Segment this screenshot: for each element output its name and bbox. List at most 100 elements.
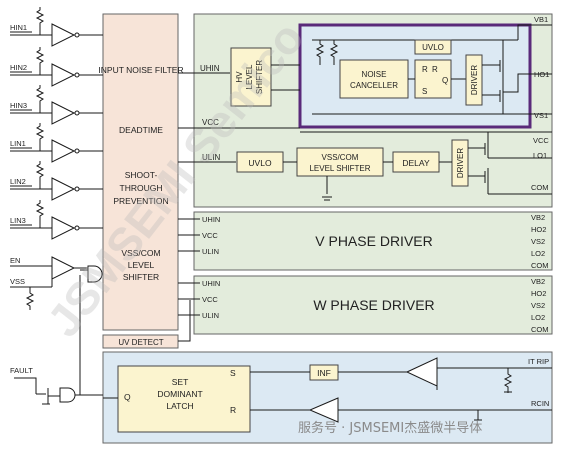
resistor-1 bbox=[315, 40, 325, 65]
schmitt-buffer-icon bbox=[51, 139, 76, 163]
latch-title-l2: DOMINANT bbox=[157, 389, 202, 399]
inverter-bubble bbox=[74, 72, 80, 78]
v-phase-panel bbox=[193, 211, 553, 271]
low-mosfets bbox=[300, 131, 552, 195]
en-wires bbox=[25, 267, 88, 310]
ulin-label: ULIN bbox=[202, 153, 220, 162]
pin-rcin: RCIN bbox=[531, 399, 549, 408]
fault-latch-r: R bbox=[230, 405, 236, 415]
fault-latch-q: Q bbox=[124, 392, 131, 402]
v_phase-output-lo2: LO2 bbox=[531, 249, 545, 258]
noise-canceller-block bbox=[339, 59, 409, 99]
pin-fault: FAULT bbox=[10, 366, 33, 375]
pin-label: HIN3 bbox=[10, 101, 27, 110]
latch-r1: R bbox=[422, 65, 428, 74]
pin-label: HIN2 bbox=[10, 63, 27, 72]
bottom-watermark: 服务号 · JSMSEMI杰盛微半导体 bbox=[298, 420, 482, 436]
w-phase-panel bbox=[193, 275, 553, 335]
pull-resistor bbox=[10, 200, 52, 229]
driver-high-label: DRIVER bbox=[470, 65, 479, 95]
rcin-transistor bbox=[474, 410, 482, 421]
schmitt-buffer-icon bbox=[51, 216, 76, 240]
hv-level-shifter-block bbox=[230, 47, 272, 107]
vcc-label: VCC bbox=[202, 118, 219, 127]
pull-resistor bbox=[10, 161, 52, 190]
high-mosfets bbox=[482, 24, 552, 115]
itrip-wire bbox=[437, 367, 552, 393]
w_phase-output-vb2: VB2 bbox=[531, 277, 545, 286]
w_phase-input-ulin: ULIN bbox=[202, 311, 219, 320]
driver-low-block bbox=[451, 139, 469, 187]
pull-resistor bbox=[10, 85, 52, 114]
fault-gate bbox=[59, 387, 76, 403]
pin-vs1: VS1 bbox=[534, 111, 548, 120]
inverter-bubble bbox=[74, 32, 80, 38]
v_phase-input-vcc: VCC bbox=[202, 231, 218, 240]
inf-label: INF bbox=[317, 368, 331, 378]
v_phase-output-ho2: HO2 bbox=[531, 225, 546, 234]
shoot-through-line1: SHOOT- bbox=[125, 170, 158, 180]
input-channel-lin1: LIN1 bbox=[10, 123, 103, 163]
latch-q: Q bbox=[442, 76, 448, 85]
driver-low-label: DRIVER bbox=[456, 148, 465, 178]
w_phase-output-vs2: VS2 bbox=[531, 301, 545, 310]
pin-label: LIN1 bbox=[10, 139, 26, 148]
pin-vb1: VB1 bbox=[534, 15, 548, 24]
pin-itrip: IT RIP bbox=[528, 357, 549, 366]
shoot-through-line3: PREVENTION bbox=[113, 196, 168, 206]
input-channel-en: EN bbox=[10, 256, 52, 267]
inverter-bubble bbox=[74, 148, 80, 154]
uv-detect-wire bbox=[178, 300, 191, 342]
en-and-gate bbox=[87, 265, 103, 283]
vss-com-line1: VSS/COM bbox=[121, 248, 160, 258]
pin-label: VSS bbox=[10, 277, 25, 286]
vss-com-line3: SHIFTER bbox=[123, 272, 159, 282]
input-channel-hin2: HIN2 bbox=[10, 47, 103, 87]
v_phase-output-com: COM bbox=[531, 261, 549, 270]
resistor-2 bbox=[329, 40, 339, 65]
inverter-bubble bbox=[74, 186, 80, 192]
input-processing-block bbox=[102, 13, 179, 331]
latch-r2: R bbox=[432, 65, 438, 74]
schmitt-buffer-icon bbox=[51, 63, 76, 87]
input-channel-hin3: HIN3 bbox=[10, 85, 103, 125]
uhin-label: UHIN bbox=[200, 64, 220, 73]
v_phase-output-vb2: VB2 bbox=[531, 213, 545, 222]
latch-s: S bbox=[422, 87, 427, 96]
schmitt-buffer-icon bbox=[51, 101, 76, 125]
shifter-label: SHIFTER bbox=[255, 60, 264, 94]
en-buffer-icon bbox=[51, 256, 76, 280]
input-channel-vss: VSS bbox=[10, 277, 52, 288]
shoot-through-line2: THROUGH bbox=[120, 183, 163, 193]
pull-resistor bbox=[10, 123, 52, 152]
v-phase-title: V PHASE DRIVER bbox=[315, 233, 432, 249]
pin-label: EN bbox=[10, 256, 20, 265]
driver-high-block bbox=[465, 54, 483, 106]
vss-com-line2: LEVEL bbox=[128, 260, 155, 270]
fault-latch-s: S bbox=[230, 368, 236, 378]
pull-resistor bbox=[10, 47, 52, 76]
inverter-bubble bbox=[74, 110, 80, 116]
w_phase-output-lo2: LO2 bbox=[531, 313, 545, 322]
input-channel-hin1: HIN1 bbox=[10, 7, 103, 47]
rs-latch-block bbox=[414, 59, 452, 99]
input-channel-lin2: LIN2 bbox=[10, 161, 103, 201]
set-dominant-latch-block bbox=[117, 365, 251, 433]
low-ground bbox=[322, 176, 332, 201]
uvlo-low-label: UVLO bbox=[248, 158, 272, 168]
latch-title-l3: LATCH bbox=[166, 401, 193, 411]
pin-label: LIN3 bbox=[10, 216, 26, 225]
pin-label: LIN2 bbox=[10, 177, 26, 186]
inverter-bubble bbox=[74, 225, 80, 231]
uvlo-high-label: UVLO bbox=[422, 43, 444, 52]
comparator bbox=[405, 357, 438, 387]
uv-detect-label: UV DETECT bbox=[118, 338, 163, 347]
vss-com-shifter-l2: LEVEL SHIFTER bbox=[309, 164, 370, 173]
v_phase-input-uhin: UHIN bbox=[202, 215, 220, 224]
fault-wire bbox=[14, 377, 37, 394]
pin-ho1: HO1 bbox=[534, 70, 549, 79]
